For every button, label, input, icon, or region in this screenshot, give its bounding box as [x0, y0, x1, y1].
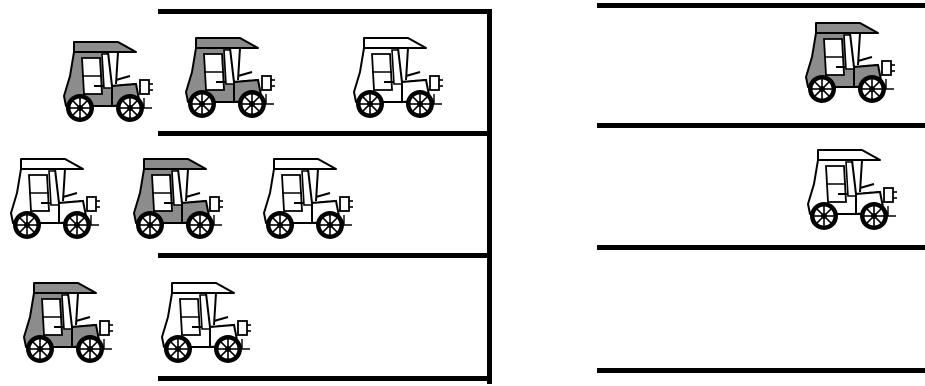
vintage-car-icon — [58, 36, 158, 124]
right-garage-bottom-line — [597, 368, 925, 373]
vintage-car-icon — [18, 277, 118, 365]
right-garage-divider-2 — [597, 245, 925, 250]
vintage-car-icon — [128, 153, 228, 241]
left-garage-top-line — [158, 9, 492, 14]
right-garage-divider-1 — [597, 123, 925, 128]
vintage-car-icon — [180, 32, 280, 120]
vintage-car-icon — [258, 153, 358, 241]
vintage-car-icon — [800, 17, 900, 105]
vintage-car-icon — [5, 153, 105, 241]
vintage-car-icon — [156, 277, 256, 365]
left-garage-divider-2 — [158, 253, 492, 258]
vintage-car-icon — [802, 144, 902, 232]
left-garage-divider-1 — [158, 131, 492, 136]
right-garage-top-line — [597, 3, 925, 8]
vintage-car-icon — [348, 32, 448, 120]
left-garage-bottom-line — [158, 376, 492, 381]
left-garage-back-wall — [487, 9, 492, 384]
